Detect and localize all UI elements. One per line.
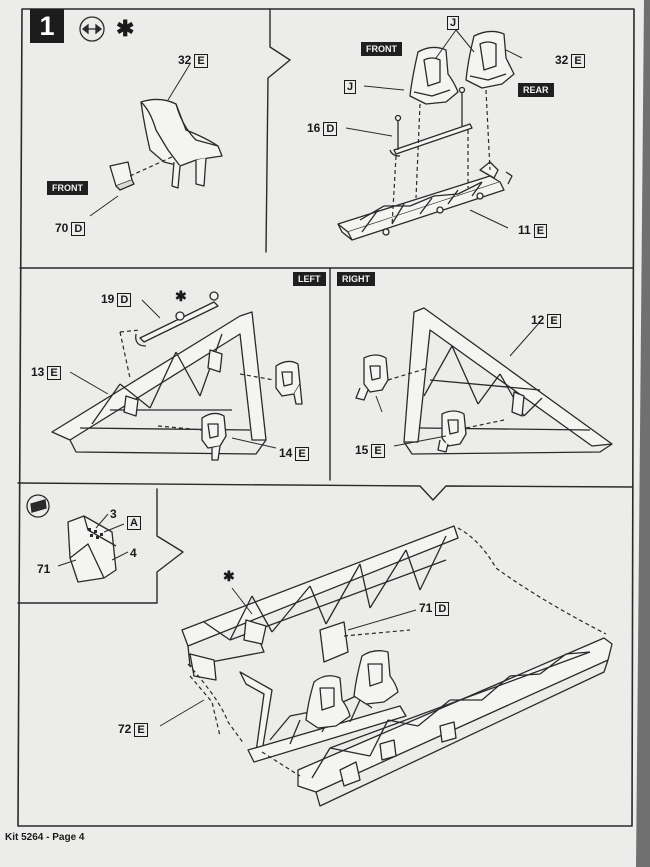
left-tag: LEFT [293, 272, 326, 286]
rear-tag: REAR [518, 83, 554, 97]
right-tag: RIGHT [337, 272, 375, 286]
sub-assembly-icon [79, 16, 105, 42]
step-number: 1 [30, 9, 64, 43]
inset-label-a: A [124, 515, 141, 530]
panel5-star: ✱ [223, 568, 235, 584]
page-footer: Kit 5264 - Page 4 [5, 832, 85, 843]
inset-label-71: 71 [37, 562, 51, 576]
panel3-star: ✱ [175, 288, 187, 304]
front-tag-2: FRONT [361, 42, 402, 56]
inset-label-3: 3 [110, 507, 117, 521]
cement-icon [26, 494, 50, 518]
label-part-j-left: J [341, 79, 357, 94]
step-star: ✱ [116, 16, 135, 41]
label-part-j-top: J [444, 15, 460, 30]
front-tag: FRONT [47, 181, 88, 195]
inset-label-4: 4 [130, 546, 137, 560]
